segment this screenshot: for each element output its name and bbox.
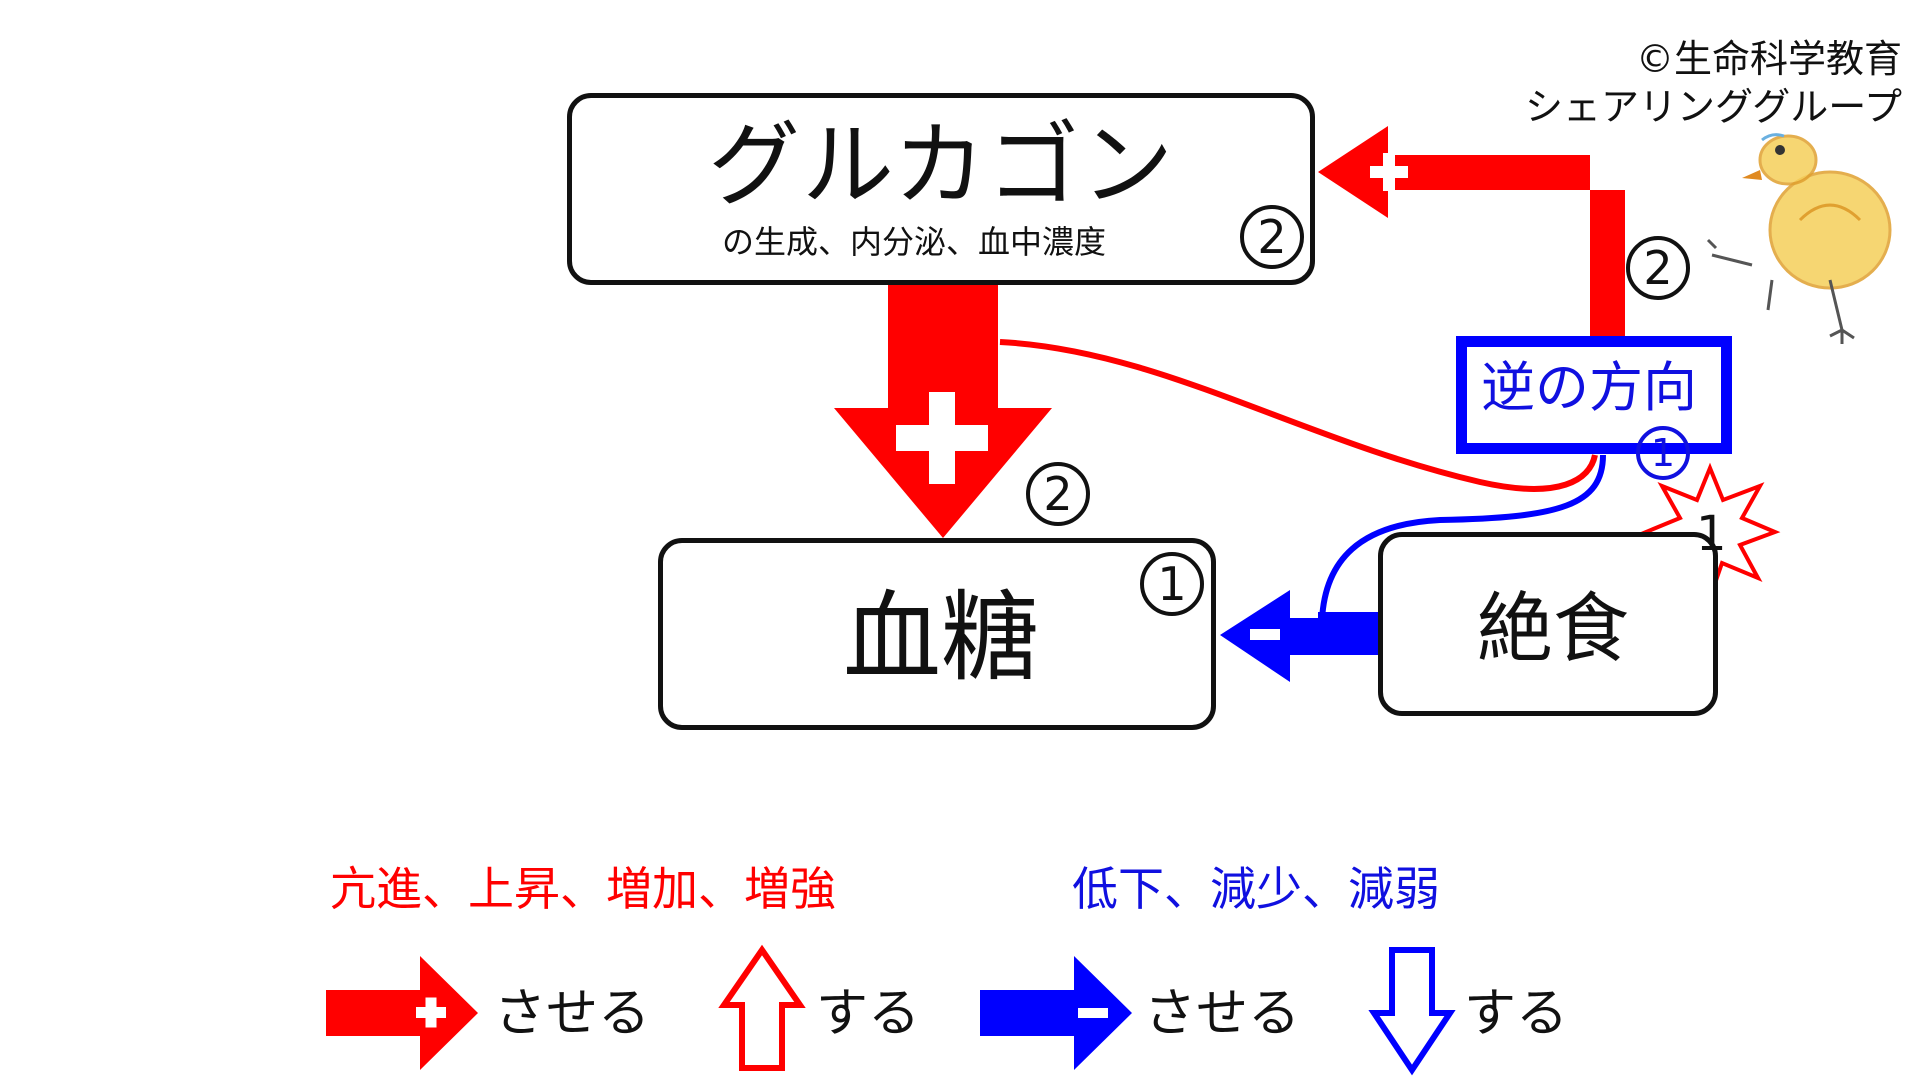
fasting-to-glucagon-step-badge: 2 (1626, 236, 1690, 300)
burst-number: 1 (1696, 506, 1727, 562)
reverse-direction-title: 逆の方向 (1481, 356, 1697, 419)
legend-up-arrow-label: する (816, 984, 921, 1044)
legend-down-arrow-label: する (1464, 984, 1569, 1044)
copyright-line-1: ©生命科学教育 (1635, 37, 1902, 81)
minus-icon (1250, 629, 1280, 640)
blood-sugar-step-badge: 1 (1140, 552, 1204, 616)
fasting-box: 絶食 (1378, 532, 1718, 716)
reverse-direction-box: 逆の方向 (1456, 336, 1732, 454)
legend-decrease-heading: 低下、減少、減弱 (1072, 862, 1440, 916)
fasting-title: 絶食 (1477, 584, 1629, 673)
glucagon-subtitle: の生成、内分泌、血中濃度 (722, 223, 1107, 261)
glucagon-to-reverse-curve (999, 339, 1598, 492)
blood-sugar-box: 血糖 (658, 538, 1216, 730)
reverse-to-minus-curve (1319, 454, 1606, 621)
legend-minus-arrow-label: させる (1144, 984, 1301, 1044)
legend-plus-arrow-label: させる (494, 984, 651, 1044)
glucagon-step-badge: 2 (1240, 205, 1304, 269)
reverse-direction-step-badge: 1 (1636, 426, 1690, 480)
chick-icon (1706, 133, 1892, 344)
blood-sugar-title: 血糖 (843, 581, 1040, 695)
glucagon-to-bloodsugar-step-badge: 2 (1026, 462, 1090, 526)
fasting-to-bloodsugar-arrow (1220, 590, 1378, 682)
plus-icon (1370, 153, 1408, 191)
glucagon-box: グルカゴン の生成、内分泌、血中濃度 (567, 93, 1315, 285)
fasting-to-glucagon-arrow (1318, 126, 1625, 336)
plus-icon (896, 392, 988, 484)
glucagon-title: グルカゴン (708, 112, 1176, 219)
copyright-line-2: シェアリンググループ (1525, 85, 1902, 129)
legend-increase-heading: 亢進、上昇、増加、増強 (330, 862, 836, 916)
